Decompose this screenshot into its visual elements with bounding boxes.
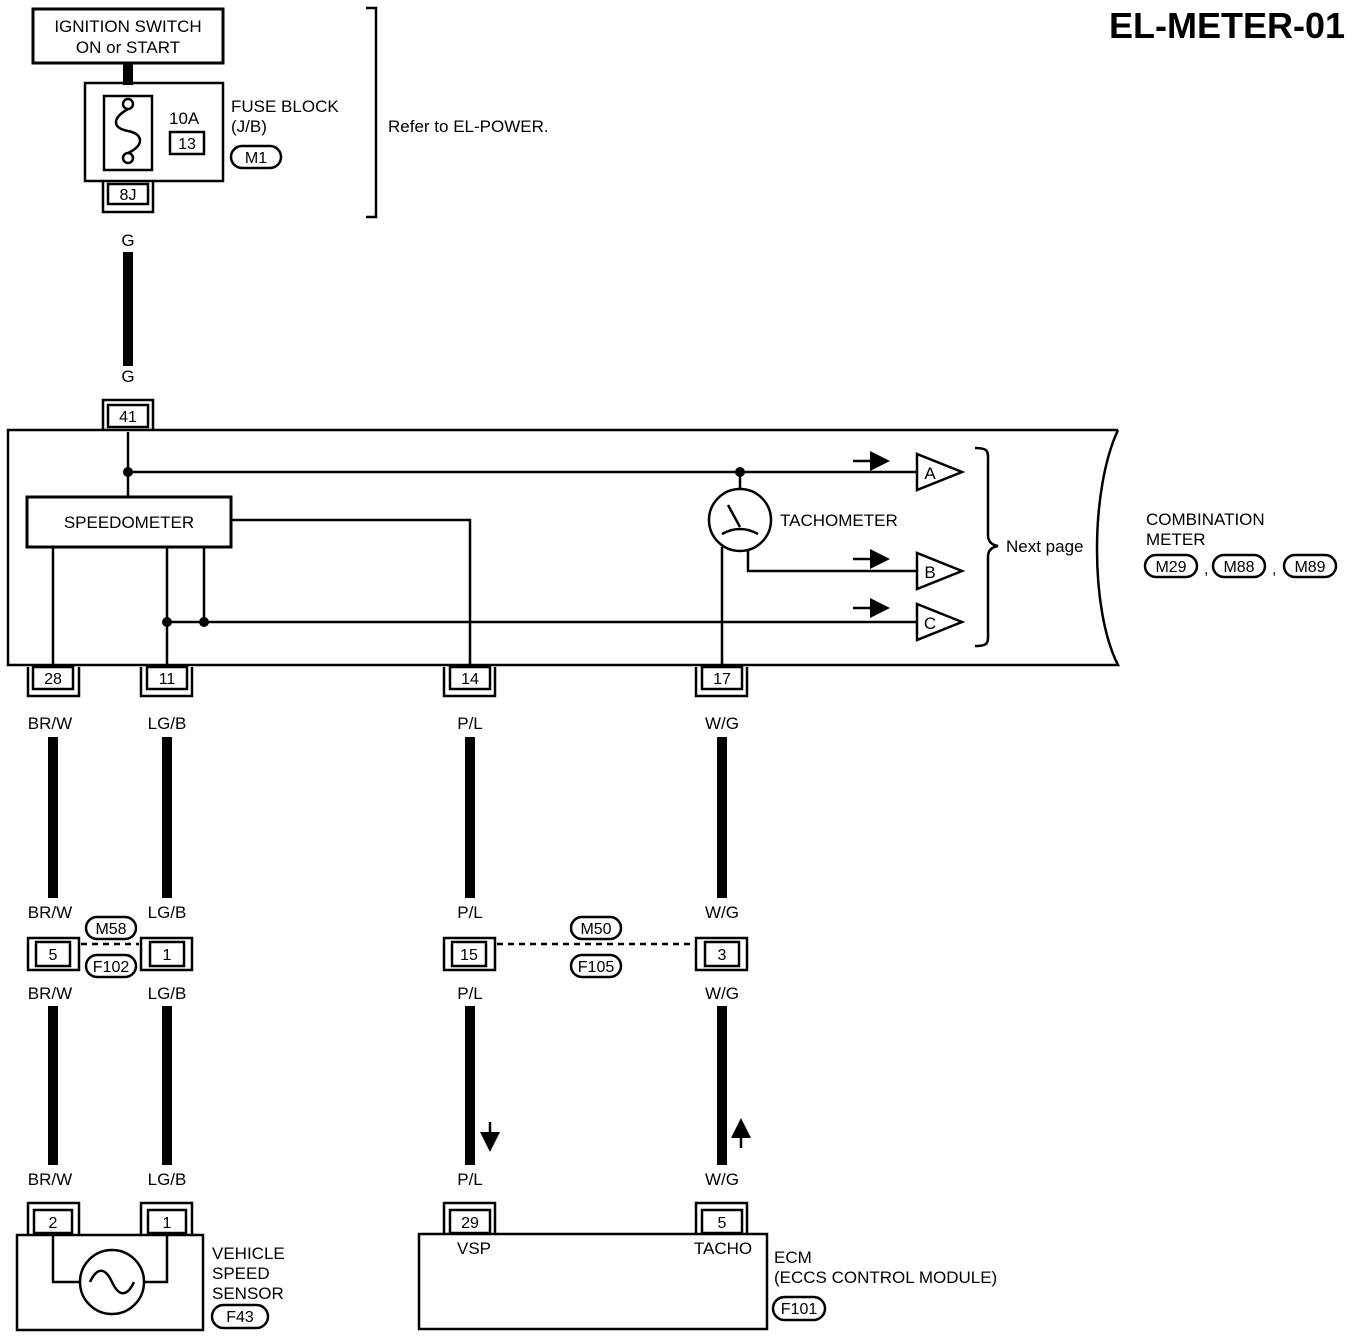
ignition-switch: IGNITION SWITCH ON or START	[31, 7, 225, 65]
connector-41: 41	[101, 398, 155, 430]
wire-label-g-bottom: G	[121, 367, 134, 386]
terminal-11: 11	[159, 671, 176, 688]
refer-bracket	[366, 6, 378, 219]
connector-11: 11	[139, 665, 194, 698]
offpage-a: A	[915, 452, 966, 492]
wire-label-pl: P/L	[457, 714, 483, 733]
fuse-block-connector: M1	[245, 150, 267, 167]
speedometer-label: SPEEDOMETER	[64, 513, 194, 532]
harness-connector-f102-label: F102	[93, 959, 130, 976]
ecm-pin-29: 29	[461, 1215, 479, 1232]
fuse-number: 13	[178, 136, 196, 153]
sensor-name-1: VEHICLE	[212, 1244, 285, 1263]
wire-label-wg: W/G	[705, 903, 739, 922]
offpage-b-label: B	[924, 563, 935, 582]
sensor-connector-f43: F43	[226, 1309, 254, 1326]
offpage-c-label: C	[924, 614, 936, 633]
fuse-rating: 10A	[169, 109, 200, 128]
harness-connector-m58: 5 1 M58 F102	[26, 915, 194, 979]
sensor-pin-1: 1	[163, 1215, 172, 1232]
wire-label-pl: P/L	[457, 1170, 483, 1189]
ecm-connector-f101: F101	[781, 1301, 818, 1318]
connector-14: 14	[442, 665, 497, 698]
wire-pl: P/L P/L P/L P/L	[457, 714, 500, 1189]
ecm-pin-5: 5	[718, 1215, 727, 1232]
ecm-name-1: ECM	[774, 1248, 812, 1267]
tachometer: TACHOMETER	[707, 487, 898, 553]
sensor-name-2: SPEED	[212, 1264, 270, 1283]
harness-connector-m58-label: M58	[95, 921, 126, 938]
sensor-name-3: SENSOR	[212, 1284, 284, 1303]
tachometer-needle-icon	[726, 504, 742, 528]
fuse-block-sub: (J/B)	[231, 117, 267, 136]
harness-connector-m50: 15 3 M50 F105	[442, 915, 749, 979]
fuse-block: 10A 13 FUSE BLOCK (J/B) M1	[83, 81, 339, 183]
wire-label-lgb: LG/B	[148, 903, 187, 922]
next-page-label: Next page	[1006, 537, 1084, 556]
offpage-b: B	[915, 551, 966, 591]
wire-label-lgb: LG/B	[148, 984, 187, 1003]
wire-wg: W/G W/G W/G W/G	[705, 714, 751, 1189]
wire-label-brw: BR/W	[28, 1170, 72, 1189]
ecm: 29 5 VSP TACHO ECM (ECCS CONTROL MODULE)…	[417, 1201, 997, 1331]
wire-lgb: LG/B LG/B LG/B LG/B	[148, 714, 187, 1189]
wire-label-wg: W/G	[705, 984, 739, 1003]
harness-pin-15: 15	[460, 947, 478, 964]
combination-meter-box	[6, 428, 1121, 667]
terminal-14: 14	[461, 671, 479, 688]
connector-separator-1: ,	[1204, 561, 1208, 578]
connector-8j: 8J	[101, 182, 155, 214]
offpage-a-label: A	[924, 464, 936, 483]
combination-meter-connector-m88: M88	[1223, 559, 1254, 576]
harness-pin-3: 3	[718, 947, 727, 964]
fuse-icon	[114, 107, 142, 155]
fuse-block-name: FUSE BLOCK	[231, 97, 339, 116]
harness-connector-f105-label: F105	[578, 959, 615, 976]
terminal-41: 41	[119, 409, 137, 426]
next-page-brace	[974, 446, 999, 648]
vehicle-speed-sensor: 2 1 VEHICLE SPEED SENSOR F43	[15, 1201, 285, 1332]
wire-label-pl: P/L	[457, 984, 483, 1003]
wire-label-wg: W/G	[705, 714, 739, 733]
connector-separator-2: ,	[1272, 561, 1276, 578]
sensor-pin-2: 2	[49, 1215, 58, 1232]
tachometer-label: TACHOMETER	[780, 511, 898, 530]
ignition-line1: IGNITION SWITCH	[54, 17, 201, 36]
wire-label-lgb: LG/B	[148, 1170, 187, 1189]
combination-meter-name1: COMBINATION	[1146, 510, 1265, 529]
ecm-tacho-label: TACHO	[694, 1239, 752, 1258]
harness-pin-5: 5	[49, 947, 58, 964]
wire-label-wg: W/G	[705, 1170, 739, 1189]
terminal-17: 17	[713, 671, 731, 688]
combination-meter-connector-m29: M29	[1155, 559, 1186, 576]
combination-meter-connector-m89: M89	[1294, 559, 1325, 576]
wire-label-g-top: G	[121, 231, 134, 250]
wire-label-lgb: LG/B	[148, 714, 187, 733]
terminal-28: 28	[44, 671, 62, 688]
connector-17: 17	[694, 665, 749, 698]
page-id: EL-METER-01	[1109, 5, 1345, 46]
wire-label-pl: P/L	[457, 903, 483, 922]
wire-brw: BR/W BR/W BR/W BR/W	[28, 714, 72, 1189]
terminal-8j: 8J	[120, 187, 137, 204]
harness-connector-m50-label: M50	[580, 921, 611, 938]
connector-28: 28	[26, 665, 81, 698]
wire-label-brw: BR/W	[28, 984, 72, 1003]
refer-note: Refer to EL-POWER.	[388, 117, 549, 136]
ecm-vsp-label: VSP	[457, 1239, 491, 1258]
wire-label-brw: BR/W	[28, 903, 72, 922]
wire-label-brw: BR/W	[28, 714, 72, 733]
offpage-c: C	[915, 602, 966, 642]
harness-pin-1: 1	[163, 947, 172, 964]
speedometer: SPEEDOMETER	[25, 495, 233, 549]
combination-meter-name2: METER	[1146, 530, 1206, 549]
ignition-line2: ON or START	[76, 38, 180, 57]
ecm-name-2: (ECCS CONTROL MODULE)	[774, 1268, 997, 1287]
